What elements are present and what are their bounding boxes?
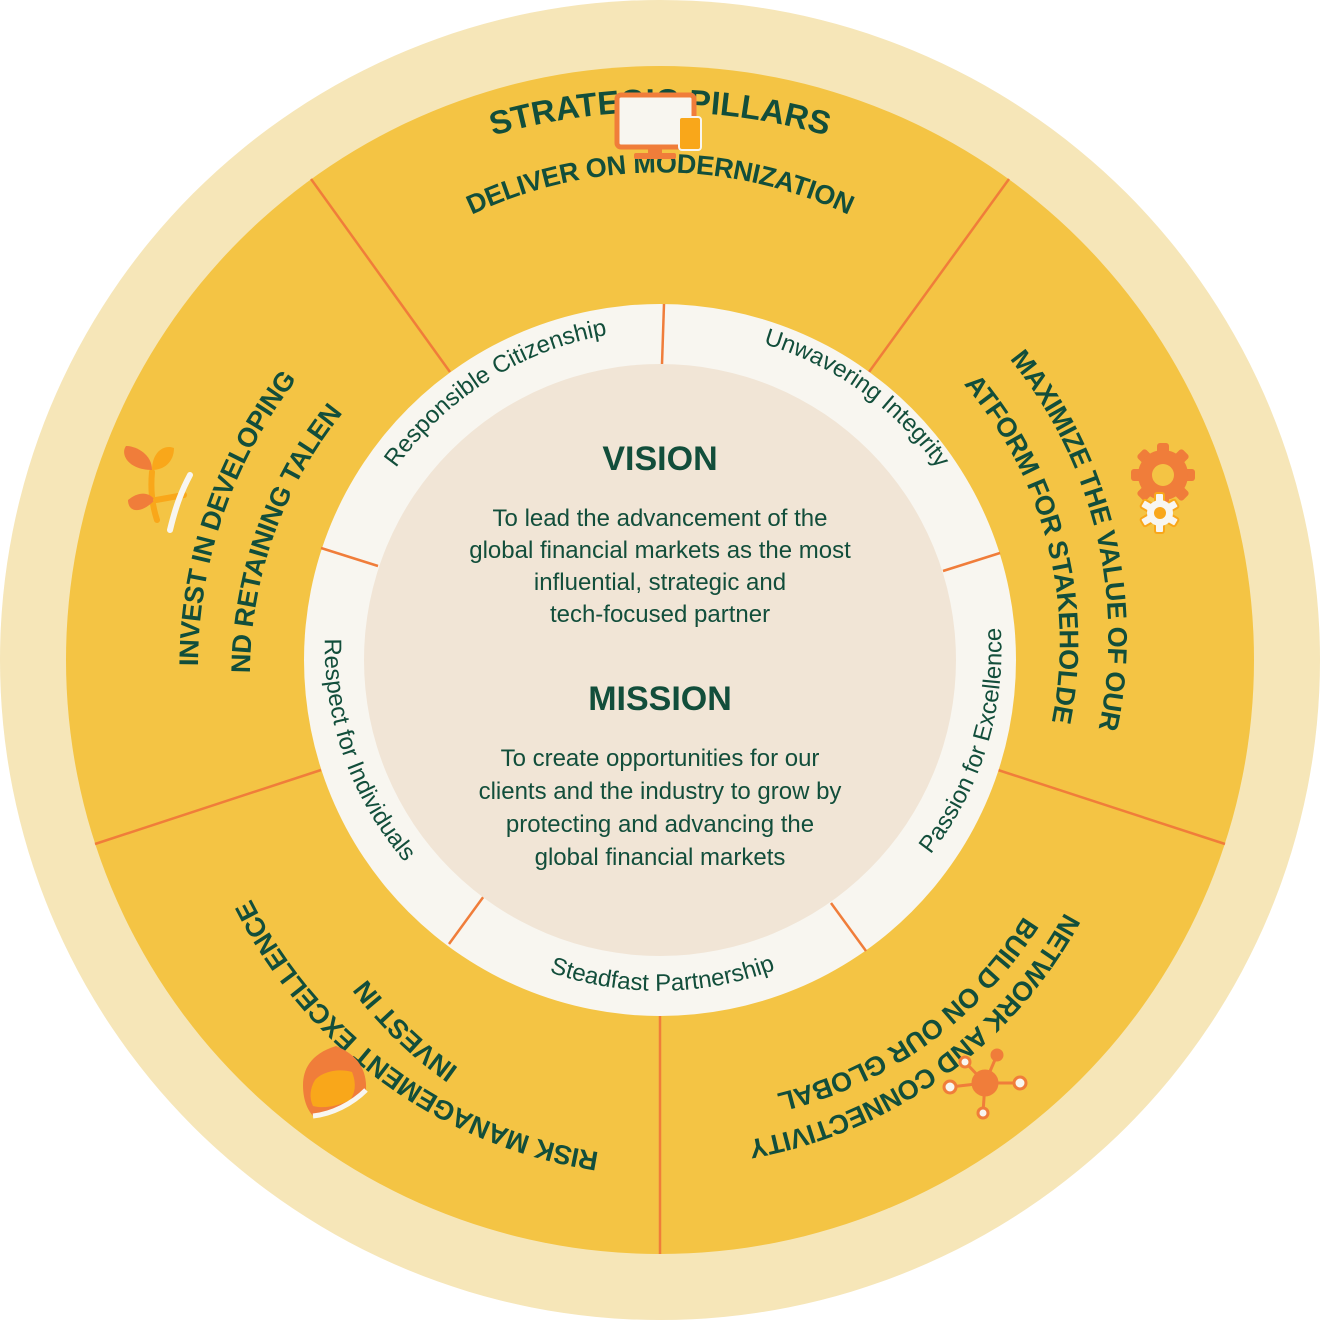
mission-line-2: clients and the industry to grow by (479, 778, 842, 805)
value-divider-4 (447, 895, 486, 945)
vision-line-2: global financial markets as the most (469, 537, 851, 564)
mission-heading: MISSION (588, 680, 732, 718)
monitor-icon (614, 92, 702, 159)
pillar-divider-1 (867, 178, 1011, 373)
pillar-divider-4 (94, 768, 322, 846)
vision-line-4: tech-focused partner (550, 601, 770, 628)
value-divider-5 (320, 546, 379, 568)
vision-block: VISION To lead the advancement of the gl… (469, 440, 851, 628)
pillar-divider-5 (309, 178, 452, 373)
vision-heading: VISION (602, 440, 717, 478)
vision-line-1: To lead the advancement of the (493, 505, 828, 532)
value-divider-3 (829, 902, 868, 952)
mission-line-1: To create opportunities for our (501, 745, 820, 772)
mission-line-3: protecting and advancing the (506, 811, 814, 838)
gears-icon (1131, 443, 1195, 534)
pillar-divider-2 (997, 768, 1226, 846)
value-divider-1 (660, 303, 666, 365)
mission-line-4: global financial markets (535, 844, 786, 871)
mission-block: MISSION To create opportunities for our … (479, 680, 842, 871)
core-circle (364, 364, 956, 956)
value-divider-2 (942, 551, 1001, 573)
shield-icon (303, 1046, 368, 1119)
vision-line-3: influential, strategic and (534, 569, 786, 596)
pillar-dividers (94, 178, 1226, 1254)
network-icon (942, 1048, 1028, 1120)
value-dividers (320, 303, 1001, 952)
sprout-icon (124, 446, 193, 533)
